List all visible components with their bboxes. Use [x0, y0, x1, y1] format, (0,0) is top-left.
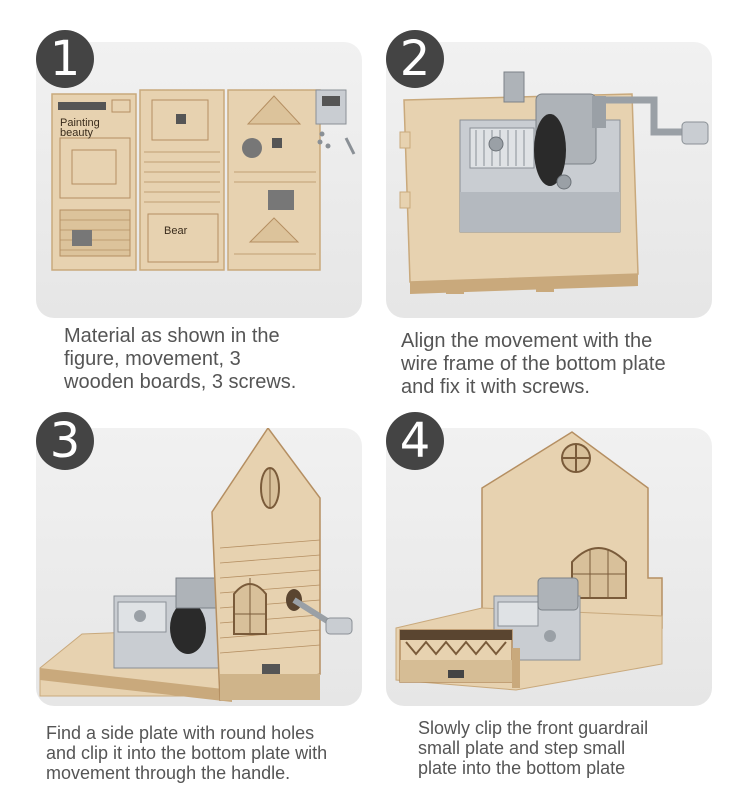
step-4-image	[386, 428, 712, 706]
step-3-image	[36, 428, 362, 706]
caption-line: movement through the handle.	[46, 763, 291, 783]
step-4-badge: 4	[386, 412, 444, 470]
caption-line: small plate and step small	[418, 738, 626, 758]
caption-line: wooden boards, 3 screws.	[64, 371, 297, 393]
step-3-badge: 3	[36, 412, 94, 470]
step-3-caption: Find a side plate with round holes and c…	[46, 723, 327, 783]
caption-line: and clip it into the bottom plate with	[46, 743, 328, 763]
step-2-image	[386, 42, 712, 318]
step-1-image: Painting beauty Bear	[36, 42, 362, 318]
step-1-caption: Material as shown in the figure, movemen…	[64, 325, 296, 394]
board-label-beauty: beauty	[60, 127, 94, 139]
board-label-painting: Painting	[60, 117, 100, 129]
caption-line: Align the movement with the	[401, 330, 653, 352]
step-2-badge: 2	[386, 30, 444, 88]
step-4-caption: Slowly clip the front guardrail small pl…	[418, 718, 648, 778]
caption-line: figure, movement, 3	[64, 348, 241, 370]
caption-line: Slowly clip the front guardrail	[418, 718, 649, 738]
caption-line: Find a side plate with round holes	[46, 723, 315, 743]
board-label-bear: Bear	[164, 225, 188, 237]
caption-line: plate into the bottom plate	[418, 758, 626, 778]
caption-line: Material as shown in the	[64, 325, 280, 347]
step-1-badge: 1	[36, 30, 94, 88]
step-2-caption: Align the movement with the wire frame o…	[401, 330, 666, 399]
caption-line: and fix it with screws.	[401, 376, 590, 398]
caption-line: wire frame of the bottom plate	[401, 353, 666, 375]
